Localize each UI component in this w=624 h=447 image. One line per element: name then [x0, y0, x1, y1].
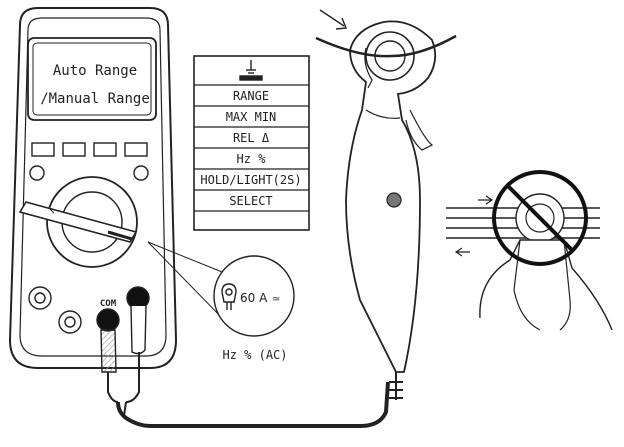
panel-button-hz[interactable]: Hz %	[237, 152, 267, 166]
panel-button-max-min[interactable]: MAX MIN	[226, 110, 277, 124]
clamp-meter	[345, 20, 437, 400]
com-label: COM	[100, 299, 117, 309]
clamp-icon	[221, 283, 237, 310]
button-panel	[193, 55, 310, 231]
lcd-display	[27, 37, 157, 121]
panel-button-rel[interactable]: REL Δ	[233, 131, 270, 145]
ground-icon[interactable]	[239, 60, 263, 81]
test-leads	[100, 305, 390, 428]
lcd-line-2: /Manual Range	[40, 91, 150, 107]
left-round-button[interactable]	[29, 165, 45, 181]
no-entry-icon	[492, 170, 588, 266]
panel-button-hold-light[interactable]: HOLD/LIGHT(2S)	[200, 173, 301, 187]
rotary-dial[interactable]	[18, 176, 138, 268]
right-round-button[interactable]	[133, 165, 149, 181]
callout-unit-symbol: ≃	[272, 294, 280, 305]
lcd-line-1: Auto Range	[53, 63, 137, 79]
panel-button-range[interactable]: RANGE	[233, 89, 269, 103]
range-callout	[147, 241, 295, 337]
callout-value: 60 A	[240, 291, 268, 305]
panel-button-select[interactable]: SELECT	[229, 194, 272, 208]
mode-caption: Hz % (AC)	[222, 348, 287, 362]
function-keys[interactable]	[31, 142, 148, 157]
cable-through-jaw	[315, 9, 457, 58]
